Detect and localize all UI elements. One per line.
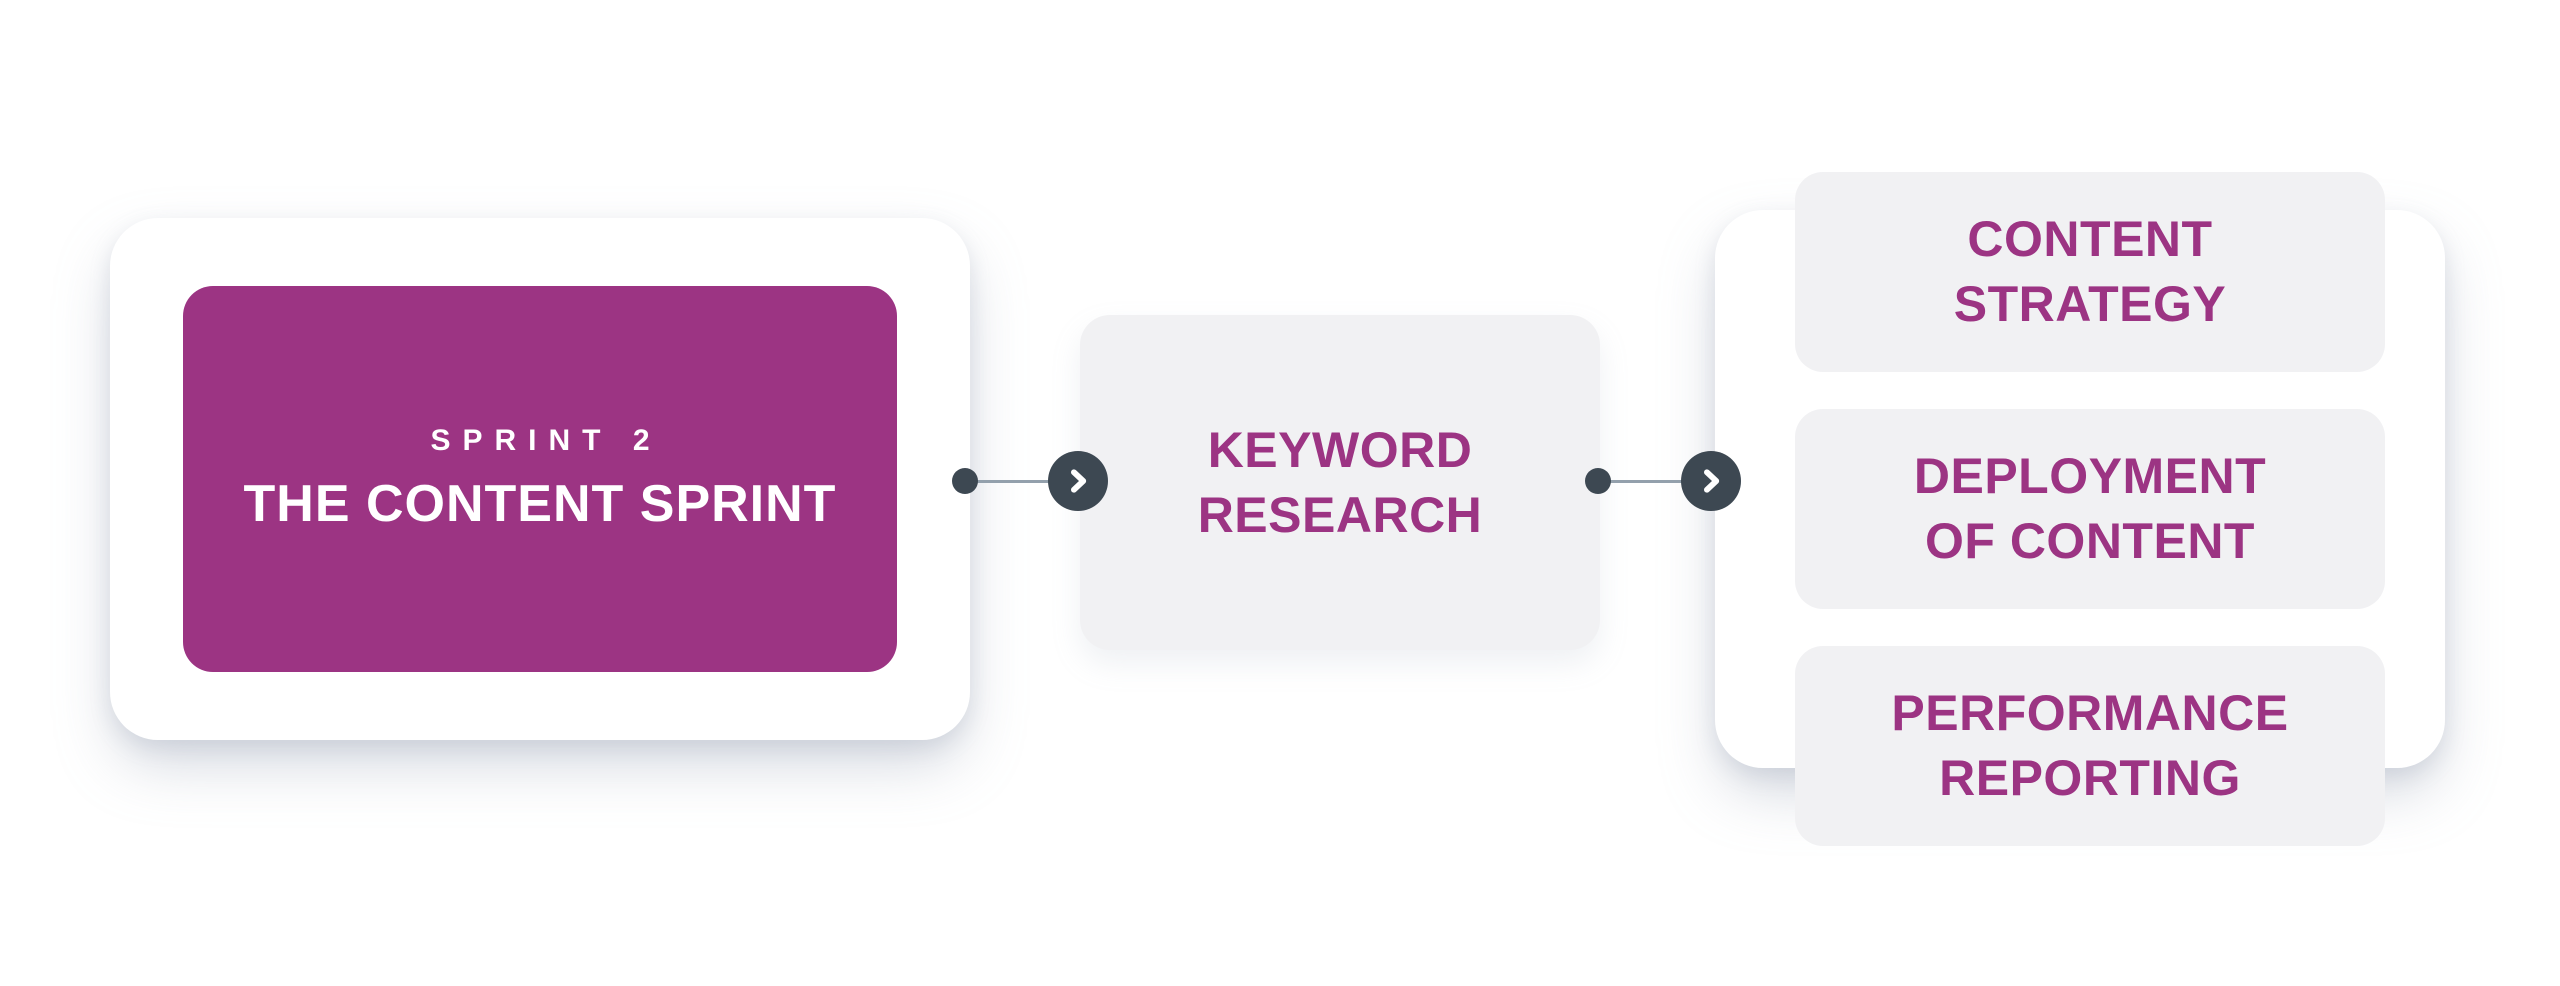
sprint-card: SPRINT 2 THE CONTENT SPRINT [110, 218, 970, 740]
output-label-line1: CONTENT [1967, 211, 2213, 267]
arrow-circle [1681, 451, 1741, 511]
chevron-right-icon [1071, 469, 1087, 493]
keyword-research-node: KEYWORD RESEARCH [1080, 315, 1600, 650]
sprint-title-label: THE CONTENT SPRINT [243, 475, 837, 533]
sprint-node: SPRINT 2 THE CONTENT SPRINT [183, 286, 897, 672]
connector-line [1598, 480, 1710, 483]
chevron-right-icon [1704, 469, 1720, 493]
keyword-research-label-line2: RESEARCH [1197, 486, 1483, 543]
output-label-line2: STRATEGY [1953, 276, 2227, 332]
connector-dot [1585, 468, 1611, 494]
output-label-line2: OF CONTENT [1925, 513, 2255, 569]
connector-line [965, 480, 1077, 483]
keyword-research-label-line1: KEYWORD [1207, 421, 1473, 478]
output-node-content-strategy: CONTENT STRATEGY [1795, 172, 2385, 372]
output-node-performance-reporting: PERFORMANCE REPORTING [1795, 646, 2385, 846]
connector-dot [952, 468, 978, 494]
sprint-eyebrow-label: SPRINT 2 [430, 424, 662, 457]
output-label-line1: DEPLOYMENT [1913, 448, 2267, 504]
output-node-deployment-of-content: DEPLOYMENT OF CONTENT [1795, 409, 2385, 609]
output-label-line2: REPORTING [1939, 750, 2241, 806]
arrow-circle [1048, 451, 1108, 511]
output-label-line1: PERFORMANCE [1891, 685, 2289, 741]
